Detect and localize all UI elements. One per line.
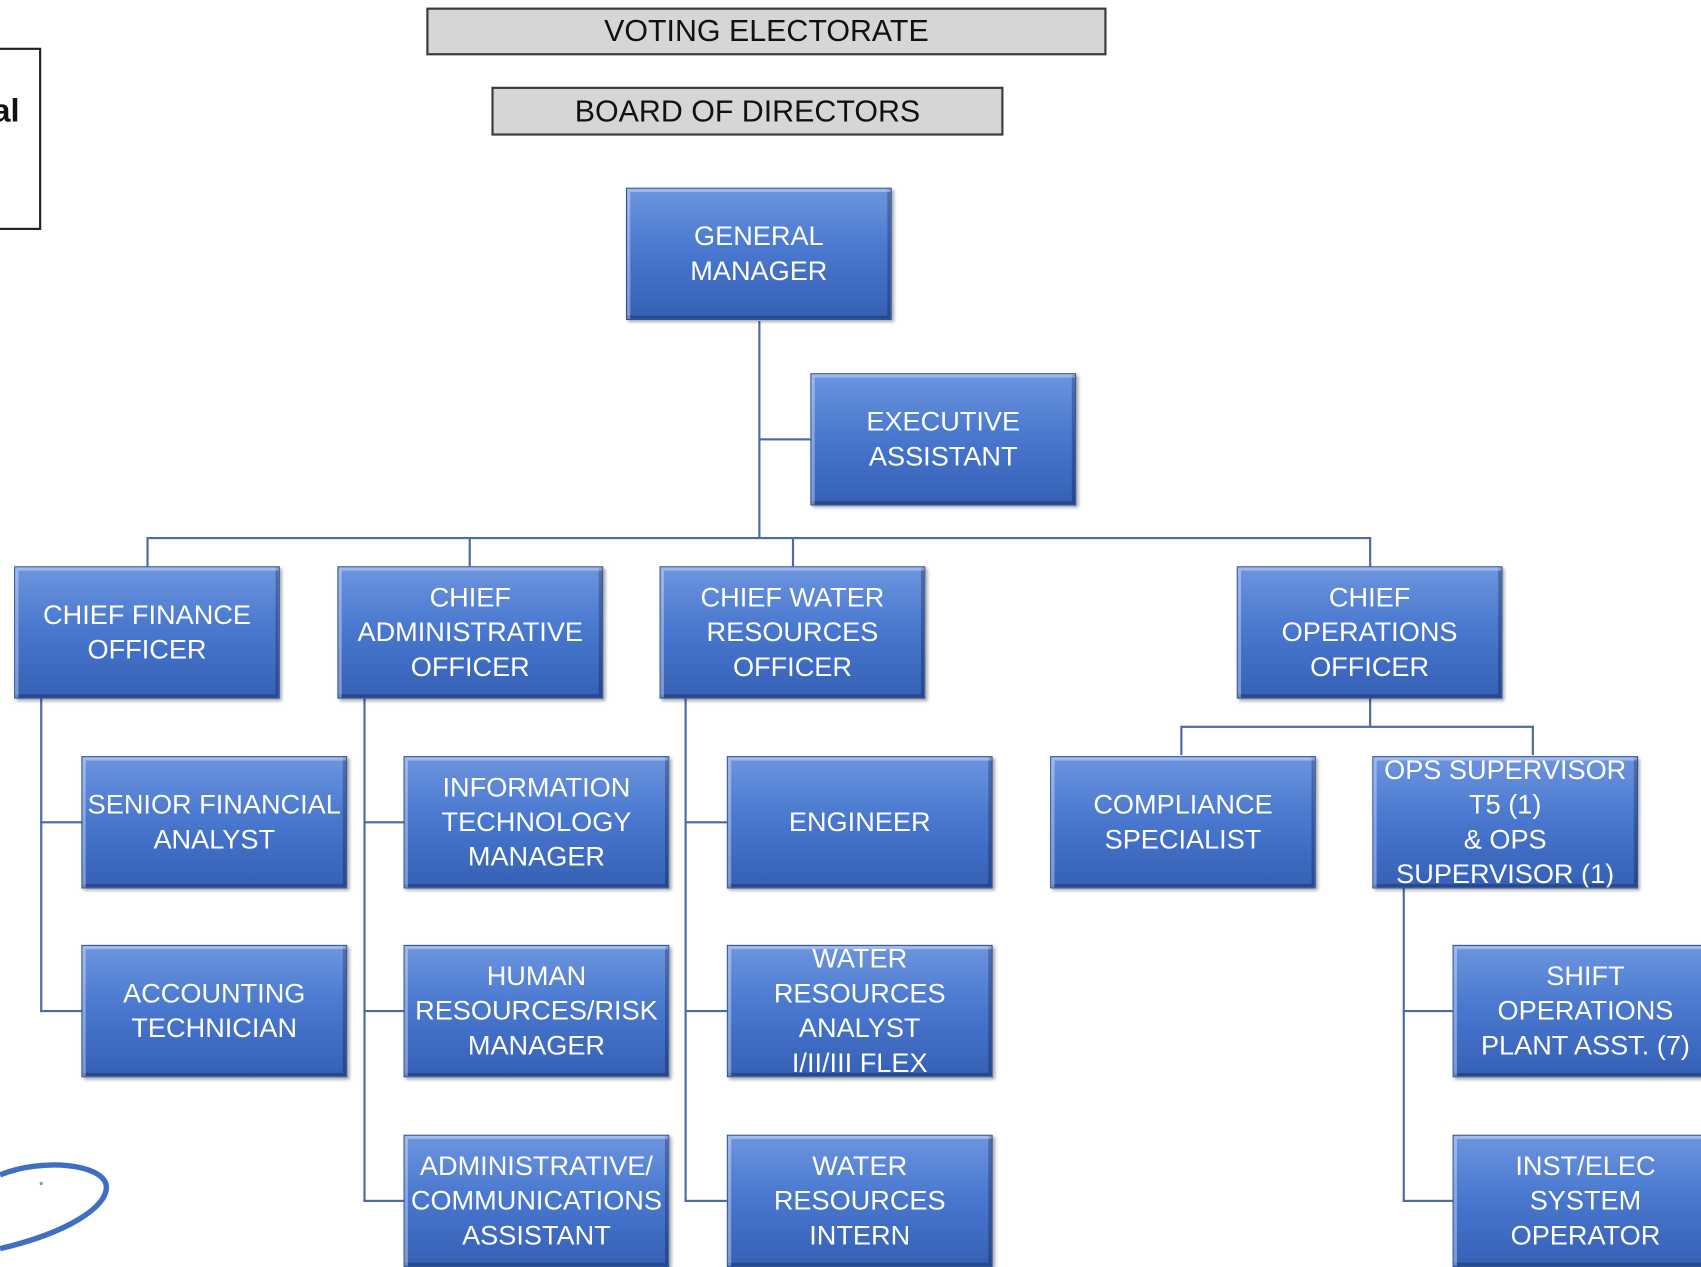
connector-cfo-trunk [40,698,43,1013]
ops-supervisor-box: OPS SUPERVISOR T5 (1) & OPS SUPERVISOR (… [1372,756,1639,889]
connector-cwro-drop [791,536,795,567]
executive-assistant-box: EXECUTIVE ASSISTANT [810,373,1077,506]
accounting-technician-box: ACCOUNTING TECHNICIAN [81,944,348,1078]
administrative-communications-assistant-box: ADMINISTRATIVE/ COMMUNICATIONS ASSISTANT [403,1134,670,1267]
connector-aca [363,1199,405,1202]
connector-cwro-trunk [684,698,687,1202]
connector-inst [1402,1199,1453,1202]
connector-chiefs-bus [147,536,1372,540]
connector-gm-trunk [758,321,761,539]
chief-administrative-officer-box: CHIEF ADMINISTRATIVE OFFICER [337,566,604,699]
connector-wri [684,1199,727,1202]
compliance-specialist-box: COMPLIANCE SPECIALIST [1050,756,1316,889]
connector-shift [1402,1009,1453,1013]
connector-coo-stem [1369,698,1372,727]
water-resources-analyst-box: WATER RESOURCES ANALYST I/II/III FLEX [726,944,993,1078]
connector-ops-drop [1531,725,1534,756]
connector-hrm [363,1009,405,1013]
engineer-box: ENGINEER [726,756,993,889]
connector-cfo-drop [146,536,149,567]
connector-cao-trunk [363,698,366,1202]
connector-cs-drop [1180,725,1183,756]
chief-finance-officer-box: CHIEF FINANCE OFFICER [14,566,280,699]
voting-electorate-box: VOTING ELECTORATE [426,7,1107,56]
connector-itm [363,821,405,824]
left-info-panel: al [0,47,42,230]
connector-cao-drop [468,536,471,567]
connector-ops-trunk [1402,888,1405,1202]
connector-wra [684,1009,727,1013]
general-manager-box: GENERAL MANAGER [625,187,892,321]
chief-operations-officer-box: CHIEF OPERATIONS OFFICER [1236,566,1503,699]
information-technology-manager-box: INFORMATION TECHNOLOGY MANAGER [403,756,670,889]
connector-coo-drop [1369,536,1372,567]
connector-coo-bus [1181,725,1534,728]
connector-acct [40,1009,83,1013]
left-panel-text: al [0,93,20,130]
inst-elec-system-operator-box: INST/ELEC SYSTEM OPERATOR [1452,1134,1701,1267]
senior-financial-analyst-box: SENIOR FINANCIAL ANALYST [81,756,348,889]
human-resources-risk-manager-box: HUMAN RESOURCES/RISK MANAGER [403,944,670,1078]
connector-ea [759,438,811,441]
connector-sfa [40,821,83,824]
board-of-directors-box: BOARD OF DIRECTORS [491,86,1004,136]
water-resources-intern-box: WATER RESOURCES INTERN [726,1134,993,1267]
chief-water-resources-officer-box: CHIEF WATER RESOURCES OFFICER [659,566,926,699]
connector-eng [684,821,727,824]
logo-swoosh-icon [0,1162,110,1252]
shift-operations-plant-asst-box: SHIFT OPERATIONS PLANT ASST. (7) [1452,944,1701,1078]
